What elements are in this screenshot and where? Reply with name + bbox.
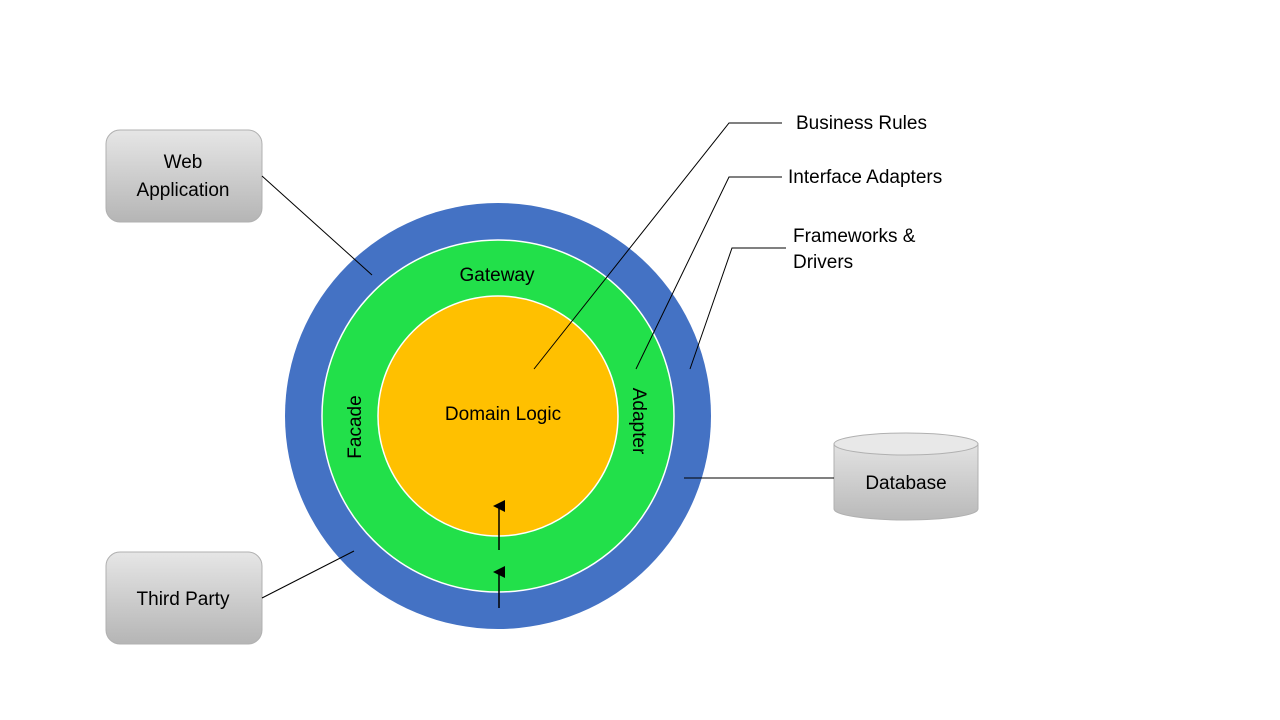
adapter-label: Adapter [628, 388, 649, 455]
interface-adapters-leader [635, 176, 782, 370]
frameworks-drivers-label-line1: Frameworks & [793, 226, 916, 247]
business-rules-core [377, 295, 619, 537]
facade-label: Facade [345, 395, 366, 458]
database-label: Database [865, 473, 946, 494]
domain-logic-label: Domain Logic [445, 404, 561, 425]
interface-adapters-label: Interface Adapters [788, 167, 942, 188]
database-cylinder [833, 432, 979, 521]
third-party-connector [261, 550, 355, 599]
frameworks-drivers-leader [689, 247, 786, 370]
web-application-label-line1: Web [164, 152, 203, 173]
gateway-label: Gateway [460, 265, 535, 286]
web-application-label-line2: Application [137, 180, 230, 201]
business-rules-label: Business Rules [796, 113, 927, 134]
business-rules-leader [533, 122, 782, 370]
frameworks-drivers-label-line2: Drivers [793, 252, 853, 273]
web-application-connector [261, 175, 373, 276]
web-application-box [105, 129, 263, 223]
third-party-label: Third Party [137, 589, 230, 610]
